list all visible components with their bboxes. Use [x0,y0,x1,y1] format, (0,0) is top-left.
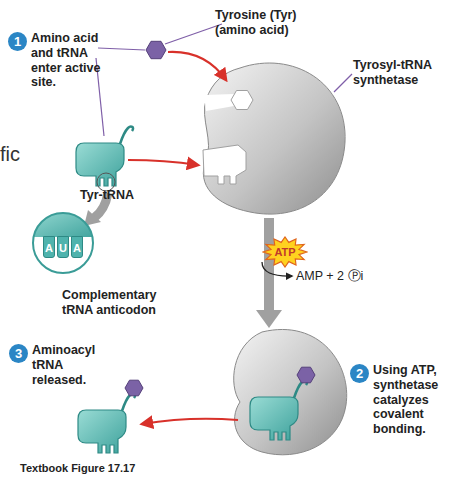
anticodon-base: A [43,236,55,258]
starburst-shape [263,237,307,267]
part-label: Complementary tRNA anticodon [62,288,172,318]
node-text: 3 [15,347,22,360]
amino-acid-pocket [231,91,253,110]
leader-line [98,48,145,50]
tyrosine-hexagon [297,367,315,383]
part-label: Tyr-tRNA [80,188,160,203]
callout-number: 3 [9,344,28,363]
entry-arrow [128,160,198,165]
trna-molecule [250,381,307,440]
atp-starburst: ATP [262,236,308,268]
reaction-arrow-head [256,310,282,328]
trna-molecule [78,394,135,453]
active-site-channel [204,94,234,111]
step-text: Using ATP, synthetase catalyzes covalent… [373,363,455,437]
leader-line [334,74,352,92]
node-text: A [73,243,81,254]
zoom-circle-border [33,213,93,273]
anticodon-base: A [71,236,83,258]
slide-fragment: fic [0,143,40,167]
entry-arrow [168,52,226,80]
step-text: Aminoacyl tRNA released. [32,343,94,387]
node-text: U [59,243,67,254]
node-text: 2 [356,367,363,380]
reaction-arrow [264,218,274,310]
trna-pocket [203,145,246,184]
byproduct-label: AMP + 2 Ⓟi [296,269,416,284]
anticodon-base: U [57,236,69,258]
synthetase-enzyme [234,329,347,454]
node-text: 1 [14,35,21,48]
tyrosine-hexagon [125,380,143,396]
leader-line [165,24,222,44]
callout-number: 2 [350,364,369,383]
part-label: Tyrosyl-tRNA synthetase [353,58,453,88]
trna-molecule [76,127,133,186]
callout-number: 1 [8,32,27,51]
step-text: Amino acid and tRNA enter active site. [31,31,113,90]
synthetase-enzyme [203,63,345,214]
part-label: Tyrosine (Tyr) (amino acid) [215,8,315,38]
node-text: A [45,243,53,254]
node-text: ATP [274,247,295,258]
release-arrow [142,419,238,424]
tyrosine-hexagon [146,41,166,58]
figure-reference: Textbook Figure 17.17 [20,462,220,475]
